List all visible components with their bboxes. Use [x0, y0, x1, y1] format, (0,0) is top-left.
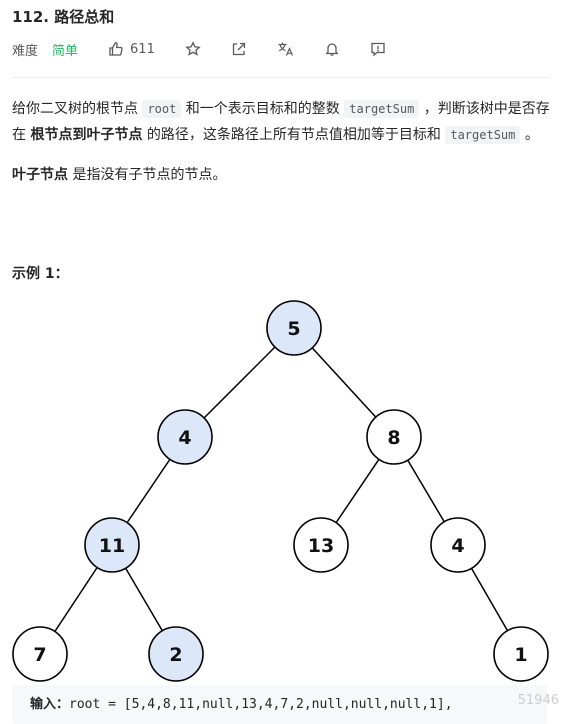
text: 给你二叉树的根节点 [12, 101, 143, 117]
thumbs-up-icon [109, 42, 123, 56]
text: 和一个表示目标和的整数 [181, 101, 345, 117]
tree-node: 5 [266, 300, 322, 356]
tree-node-circle [148, 626, 204, 682]
tree-node: 13 [293, 517, 349, 573]
notification-button[interactable] [324, 41, 340, 57]
bell-icon [325, 43, 339, 56]
leaf-definition: 叶子节点 是指没有子节点的节点。 [12, 162, 552, 188]
text: 是指没有子节点的节点。 [68, 167, 227, 183]
tree-node-value: 7 [33, 644, 46, 666]
translate-icon [278, 42, 293, 56]
feedback-icon [371, 42, 385, 57]
divider [12, 77, 549, 78]
code-root: root [142, 100, 182, 118]
problem-description: 给你二叉树的根节点 root 和一个表示目标和的整数 targetSum ，判断… [12, 96, 552, 188]
text: 。 [520, 127, 539, 143]
tree-nodes: 5 4 8 11 13 4 7 2 1 [12, 300, 549, 682]
difficulty-label: 难度 [12, 43, 39, 59]
code-targetsum: targetSum [344, 100, 420, 118]
tree-node: 7 [12, 626, 68, 682]
input-value: root = [5,4,8,11,null,13,4,7,2,null,null… [69, 697, 453, 712]
tree-node-circle [493, 626, 549, 682]
example-title: 示例 1： [12, 266, 69, 282]
difficulty-badge: 简单 [52, 43, 79, 59]
tree-node-circle [157, 409, 213, 465]
tree-node-circle [293, 517, 349, 573]
tree-edges [39, 327, 522, 655]
text: 的路径，这条路径上所有节点值相加等于目标和 [142, 127, 446, 143]
problem-title: 112. 路径总和 [12, 8, 115, 26]
tree-node-value: 11 [99, 535, 125, 557]
tree-node-value: 4 [178, 427, 191, 449]
bold-text: 根节点到叶子节点 [30, 127, 143, 143]
input-label: 输入： [30, 697, 70, 712]
tree-node-value: 2 [169, 644, 182, 666]
description-paragraph: 给你二叉树的根节点 root 和一个表示目标和的整数 targetSum ，判断… [12, 96, 552, 148]
text: ，判断该树中是否存在 [12, 101, 550, 143]
favorite-button[interactable] [185, 41, 201, 57]
translate-button[interactable] [277, 41, 294, 57]
problem-meta: 难度 简单 611 [12, 39, 386, 59]
like-count: 611 [130, 41, 155, 57]
tree-node: 4 [157, 409, 213, 465]
tree-node-value: 8 [387, 427, 400, 449]
tree-node: 4 [430, 517, 486, 573]
share-button[interactable] [231, 41, 247, 57]
tree-node-circle [430, 517, 486, 573]
star-icon [185, 41, 201, 56]
feedback-button[interactable] [370, 41, 386, 57]
tree-node-value: 5 [287, 318, 300, 340]
tree-node-circle [266, 300, 322, 356]
share-icon [232, 42, 246, 56]
tree-node-value: 13 [308, 535, 334, 557]
tree-node-value: 4 [451, 535, 464, 557]
tree-node-circle [12, 626, 68, 682]
tree-node-circle [366, 409, 422, 465]
watermark: 51946 [517, 693, 559, 708]
tree-node: 1 [493, 626, 549, 682]
tree-node-value: 1 [514, 644, 527, 666]
tree-node: 8 [366, 409, 422, 465]
tree-node: 2 [148, 626, 204, 682]
code-targetsum: targetSum [445, 126, 521, 144]
like-button[interactable]: 611 [108, 41, 155, 57]
tree-node: 11 [84, 517, 140, 573]
tree-node-circle [84, 517, 140, 573]
bold-text: 叶子节点 [12, 167, 68, 183]
example-input: 输入：root = [5,4,8,11,null,13,4,7,2,null,n… [12, 685, 547, 724]
